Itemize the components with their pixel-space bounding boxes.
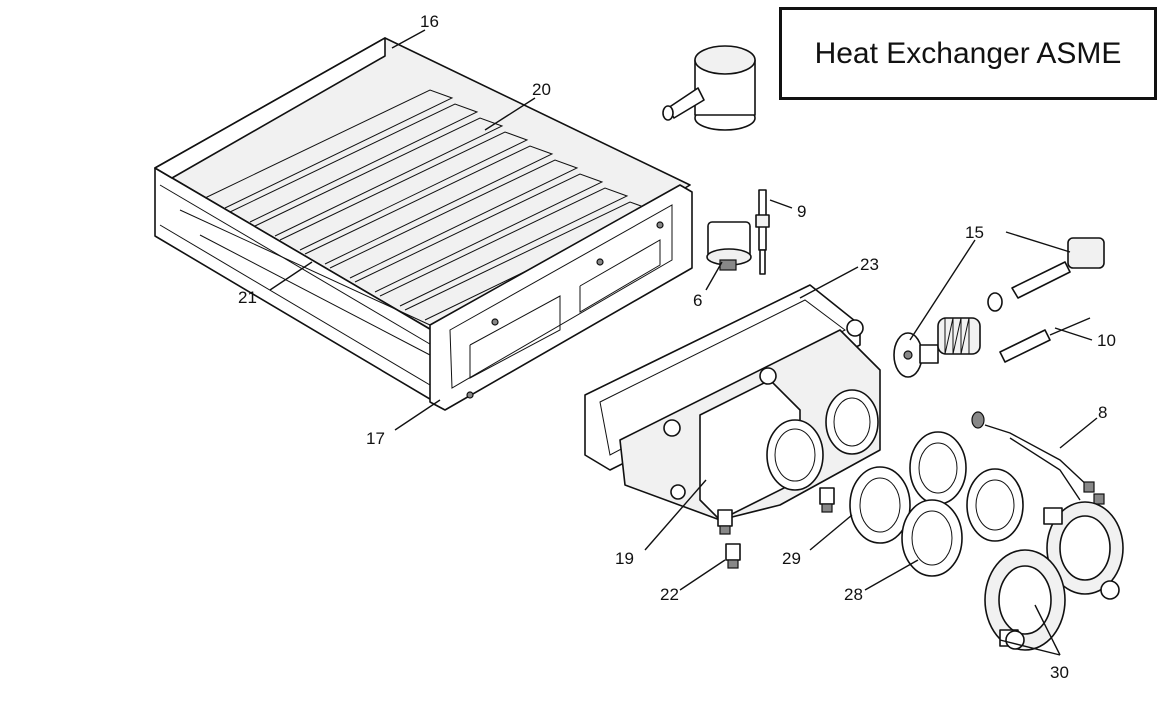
drain-valve-22a [717, 509, 733, 535]
ring-28c [966, 468, 1024, 542]
ring-29 [849, 466, 911, 544]
callout-labels: 16 20 21 17 9 6 15 23 10 8 19 22 29 28 3… [238, 12, 1116, 682]
ring-28b [901, 499, 963, 577]
callout-30: 30 [1050, 663, 1069, 682]
callout-20: 20 [532, 80, 551, 99]
callout-16: 16 [420, 12, 439, 31]
callout-6: 6 [693, 291, 702, 310]
callout-9: 9 [797, 202, 806, 221]
pressure-switch-6 [706, 221, 752, 271]
wire-harness-8 [971, 411, 1105, 505]
ring-28a [909, 431, 967, 505]
callout-22: 22 [660, 585, 679, 604]
callout-17: 17 [366, 429, 385, 448]
callout-15: 15 [965, 223, 984, 242]
callout-21: 21 [238, 288, 257, 307]
callout-23: 23 [860, 255, 879, 274]
clamp-30a [1043, 501, 1124, 600]
valve-assembly-15 [893, 237, 1105, 378]
drain-valve-22b [725, 543, 741, 569]
callout-10: 10 [1097, 331, 1116, 350]
top-sensor-housing [662, 45, 756, 131]
drain-valve-22c [819, 487, 835, 513]
callout-28: 28 [844, 585, 863, 604]
front-plate-gasket [429, 184, 693, 411]
manifold-19 [619, 319, 881, 521]
heat-exchanger-body [154, 37, 691, 406]
leader-lines [269, 29, 1098, 656]
diagram-title: Heat Exchanger ASME [814, 36, 1122, 70]
sensor-10 [999, 317, 1091, 363]
clamp-30b [984, 549, 1066, 651]
callout-19: 19 [615, 549, 634, 568]
probe-9 [755, 189, 770, 275]
callout-8: 8 [1098, 403, 1107, 422]
diagram-title-box: Heat Exchanger ASME [779, 7, 1157, 100]
callout-29: 29 [782, 549, 801, 568]
heat-exchanger-tubes [204, 89, 654, 321]
